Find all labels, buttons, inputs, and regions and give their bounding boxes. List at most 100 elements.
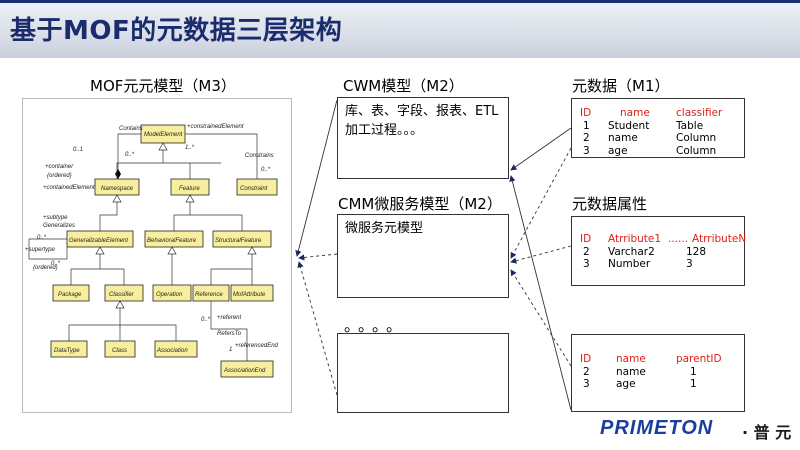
attrs-cell-valuen: 128 — [686, 245, 707, 258]
uml-tri-classifier — [115, 300, 125, 309]
parents-cell-parent-id: 1 — [690, 378, 697, 390]
arrow-m1-to-cwm — [510, 127, 572, 171]
m1-cell-classifier: Column — [676, 132, 717, 144]
uml-tri-structural — [247, 246, 257, 255]
attrs-header-row: ID Atrribute1 ...... AtrributeN — [572, 233, 746, 246]
table-row: 2 name Column — [572, 132, 746, 145]
table-row: 1 Student Table — [572, 120, 746, 133]
uml-lbl-contained-element: +containedElement — [43, 185, 95, 191]
uml-lbl-generalizes: Generalizes — [43, 223, 75, 229]
arrow-parents-to-cwm — [509, 175, 572, 411]
parents-table: ID name parentID 2 name 1 3 age 1 — [572, 353, 746, 391]
uml-tri-model-element — [158, 142, 168, 151]
uml-line-contains — [117, 133, 141, 179]
m1-table: ID name classifier 1 Student Table 2 nam… — [572, 107, 746, 157]
uml-diagram-svg: ModelElement Namespace Feature Constrain… — [25, 124, 279, 378]
parents-box: ID name parentID 2 name 1 3 age 1 — [571, 334, 745, 412]
attrs-header-attrn: AtrributeN — [692, 233, 747, 245]
arrow-m2extra-to-m3 — [297, 261, 338, 396]
uml-text-structural-feature: StructuralFeature — [215, 238, 262, 244]
parents-header-name: name — [616, 353, 646, 365]
attrs-cell-id: 3 — [583, 258, 590, 270]
cwm-content: 库、表、字段、报表、ETL 加工过程。。。 — [345, 102, 498, 140]
uml-line-gen-feature — [173, 201, 243, 231]
uml-mult-1: 1 — [229, 347, 232, 353]
arrow-cmm-to-m3 — [298, 253, 338, 261]
uml-text-model-element: ModelElement — [144, 132, 183, 138]
uml-tri-generalizable — [95, 246, 105, 255]
uml-text-association: Association — [156, 348, 188, 354]
uml-lbl-constrains: Constrains — [245, 153, 274, 159]
uml-text-mof-attribute: MofAttribute — [233, 292, 266, 298]
m1-cell-id: 2 — [583, 132, 590, 144]
uml-text-reference: Reference — [195, 292, 223, 298]
m1-box: ID name classifier 1 Student Table 2 nam… — [571, 98, 745, 158]
attrs-box: ID Atrribute1 ...... AtrributeN 2 Varcha… — [571, 216, 746, 286]
uml-mult-0star-b: 0..* — [261, 167, 271, 173]
m3-label: MOF元元模型（M3） — [90, 77, 236, 95]
m1-header-id: ID — [580, 107, 592, 119]
uml-lbl-supertype: +supertype — [25, 247, 56, 253]
m2-extra-box — [337, 333, 509, 413]
uml-text-namespace: Namespace — [101, 186, 134, 192]
parents-header-parent-id: parentID — [676, 353, 722, 365]
m1-cell-id: 1 — [583, 119, 590, 132]
uml-lbl-ordered1: {ordered} — [47, 173, 72, 179]
uml-lbl-contains: Contains — [119, 126, 143, 132]
arrow-cwm-to-m3 — [295, 99, 338, 257]
uml-lbl-constrained-element: +constrainedElement — [187, 124, 244, 130]
cwm-label: CWM模型（M2） — [343, 77, 464, 95]
logo-wordmark: PRIMETON — [600, 417, 714, 439]
cwm-content-line2: 加工过程。。。 — [345, 123, 424, 138]
uml-text-operation: Operation — [156, 292, 183, 298]
uml-mult-0star-d: 0..* — [51, 261, 61, 267]
m1-cell-id: 3 — [583, 144, 590, 157]
cmm-label: CMM微服务模型（M2） — [338, 195, 502, 213]
uml-text-association-end: AssociationEnd — [223, 368, 266, 374]
uml-line-refers-to — [210, 301, 248, 361]
uml-line-constrains — [185, 133, 258, 179]
arrow-attrs-to-cmm — [510, 245, 572, 264]
uml-lbl-referenced-end: +referencedEnd — [235, 343, 279, 349]
m1-cell-name: Student — [608, 119, 650, 132]
parents-cell-id: 3 — [583, 378, 590, 390]
attrs-label: 元数据属性 — [572, 195, 648, 213]
uml-lbl-container: +container — [45, 164, 74, 170]
title-bar: 基于MOF的元数据三层架构 — [0, 0, 800, 58]
uml-mult-1star: 1..* — [185, 145, 195, 151]
uml-lbl-refers-to: RefersTo — [217, 331, 242, 337]
uml-mult-0star-c: 0..* — [37, 235, 47, 241]
slide-title: 基于MOF的元数据三层架构 — [10, 16, 343, 46]
ellipsis-label: 。。。。 — [344, 316, 409, 335]
attrs-header-id: ID — [580, 233, 592, 245]
m1-cell-name: name — [608, 132, 638, 144]
uml-mult-0star-a: 0..* — [125, 152, 135, 158]
uml-lbl-subtype: +subtype — [43, 215, 68, 221]
parents-cell-id: 2 — [583, 365, 590, 378]
attrs-cell-value1: Number — [608, 258, 651, 270]
primeton-logo: PRIMETON · 普 元 — [600, 417, 795, 443]
uml-lbl-ordered2: {ordered} — [33, 265, 58, 271]
mof-metamodel-diagram: ModelElement Namespace Feature Constrain… — [22, 98, 292, 413]
cmm-content: 微服务元模型 — [345, 221, 424, 236]
uml-lbl-referent: +referent — [217, 315, 242, 321]
uml-line-reference-structural — [210, 268, 252, 285]
uml-line-generalizes — [28, 238, 68, 260]
uml-text-constraint: Constraint — [240, 186, 268, 192]
uml-text-classifier: Classifier — [109, 292, 135, 298]
uml-text-data-type: DataType — [54, 348, 80, 354]
table-row: 3 age Column — [572, 145, 746, 158]
m1-header-classifier: classifier — [676, 107, 723, 119]
table-row: 3 Number 3 — [572, 258, 746, 271]
uml-line-gen-classifier — [68, 307, 177, 341]
uml-text-class: Class — [112, 348, 127, 354]
parents-header-id: ID — [580, 353, 592, 365]
attrs-table: ID Atrribute1 ...... AtrributeN 2 Varcha… — [572, 233, 746, 271]
parents-cell-parent-id: 1 — [690, 365, 697, 378]
m1-cell-classifier: Table — [676, 119, 704, 132]
uml-mult-0star-e: 0..* — [201, 317, 211, 323]
m1-cell-name: age — [608, 144, 628, 157]
attrs-cell-id: 2 — [583, 245, 590, 258]
uml-text-package: Package — [58, 292, 82, 298]
